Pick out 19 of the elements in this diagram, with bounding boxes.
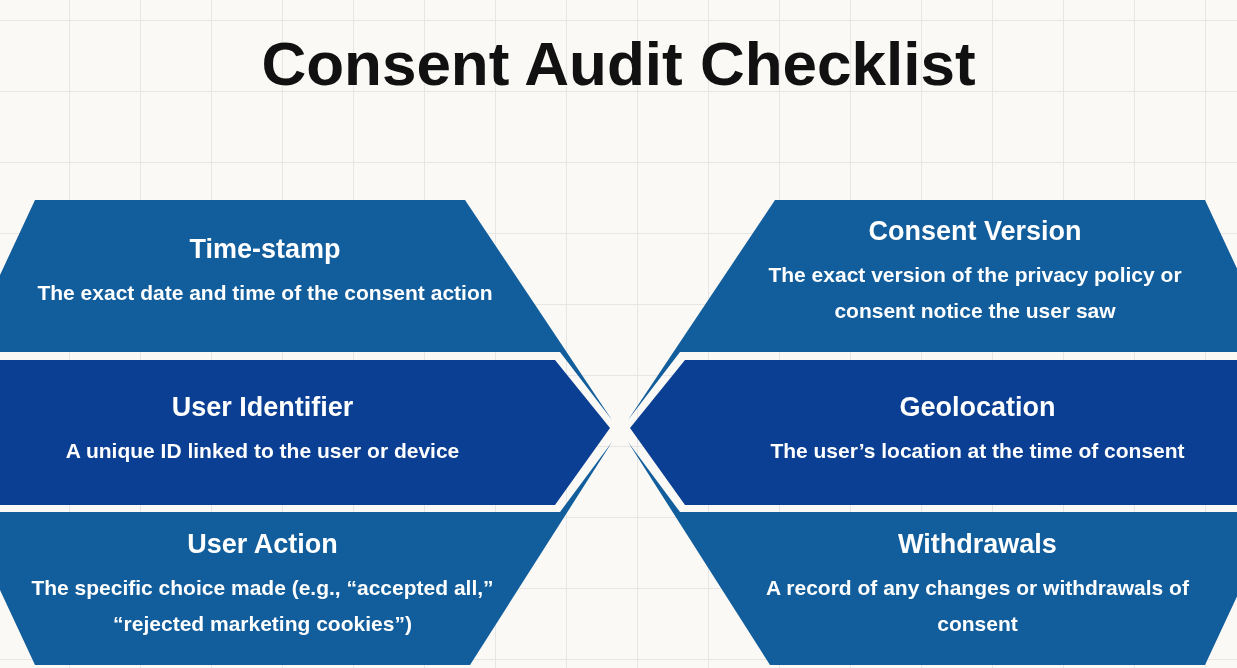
item-description: The exact version of the privacy policy or consent notice the user saw — [767, 261, 1183, 324]
item-description: The exact date and time of the consent action — [37, 279, 493, 306]
item-heading: Withdrawals — [898, 528, 1057, 560]
checklist-panel — [0, 442, 612, 665]
checklist-panel — [628, 442, 1237, 665]
item-heading: User Action — [187, 528, 338, 560]
item-description: The specific choice made (e.g., “accepted all,” “rejected marketing cookies”) — [30, 574, 495, 637]
checklist-panel — [630, 360, 1237, 505]
title: Consent Audit Checklist — [260, 28, 977, 99]
item-heading: Geolocation — [899, 391, 1056, 423]
item-description: A record of any changes or withdrawals of consent — [765, 574, 1190, 637]
checklist-panel — [0, 200, 612, 420]
item-heading: Consent Version — [868, 215, 1082, 247]
item-heading: User Identifier — [171, 391, 354, 423]
checklist-panel — [0, 360, 610, 505]
item-description: The user’s location at the time of consent — [770, 437, 1185, 464]
item-heading: Time-stamp — [189, 233, 341, 265]
checklist-panel — [628, 200, 1237, 420]
item-description: A unique ID linked to the user or device — [65, 437, 460, 464]
